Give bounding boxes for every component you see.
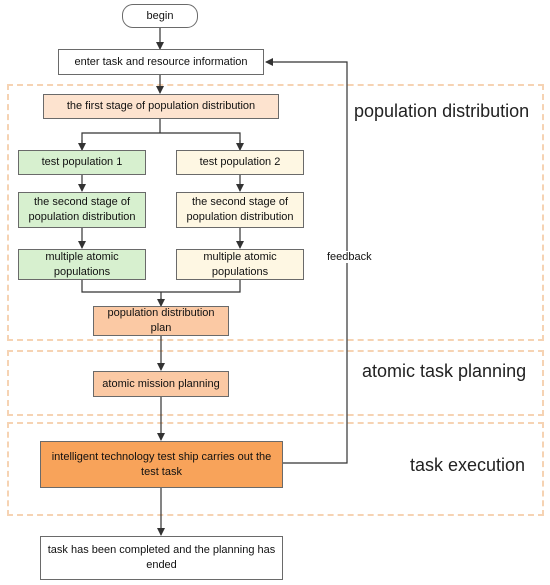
test-ship-node: intelligent technology test ship carries… <box>40 441 283 488</box>
test-population-2-label: test population 2 <box>199 156 281 168</box>
region-label-task-execution: task execution <box>410 455 526 475</box>
region-task-execution <box>7 422 544 516</box>
test-population-1-label: test population 1 <box>41 156 123 168</box>
test-population-1-node: test population 1 <box>18 150 146 175</box>
mission-planning-label: atomic mission planning <box>102 377 220 390</box>
first-stage-label: the first stage of population distributi… <box>66 100 256 112</box>
region-label-population-distribution: population distribution <box>354 101 530 121</box>
mission-planning-node: atomic mission planning <box>93 371 229 397</box>
second-stage-2-node: the second stage of population distribut… <box>176 192 304 228</box>
atomic-populations-1-node: multiple atomic populations <box>18 249 146 280</box>
atomic-populations-2-node: multiple atomic populations <box>176 249 304 280</box>
test-ship-label: intelligent technology test ship carries… <box>51 450 272 478</box>
region-label-atomic-task-planning: atomic task planning <box>362 361 527 381</box>
second-stage-1-label: the second stage of population distribut… <box>28 196 136 223</box>
enter-info-label: enter task and resource information <box>74 55 248 68</box>
begin-label: begin <box>146 9 174 22</box>
atomic-populations-1-label: multiple atomic populations <box>45 250 119 278</box>
completed-node: task has been completed and the planning… <box>40 536 283 580</box>
first-stage-node: the first stage of population distributi… <box>43 94 279 119</box>
begin-node: begin <box>122 4 198 28</box>
distribution-plan-node: population distribution plan <box>93 306 229 336</box>
completed-label: task has been completed and the planning… <box>47 544 276 571</box>
feedback-label: feedback <box>325 251 374 263</box>
region-atomic-task-planning <box>7 350 544 416</box>
second-stage-1-node: the second stage of population distribut… <box>18 192 146 228</box>
enter-info-node: enter task and resource information <box>58 49 264 75</box>
distribution-plan-label: population distribution plan <box>107 307 215 334</box>
region-population-distribution <box>7 84 544 341</box>
atomic-populations-2-label: multiple atomic populations <box>203 250 277 278</box>
arrow-first-stage-split <box>81 118 241 148</box>
second-stage-2-label: the second stage of population distribut… <box>186 196 294 223</box>
test-population-2-node: test population 2 <box>176 150 304 175</box>
